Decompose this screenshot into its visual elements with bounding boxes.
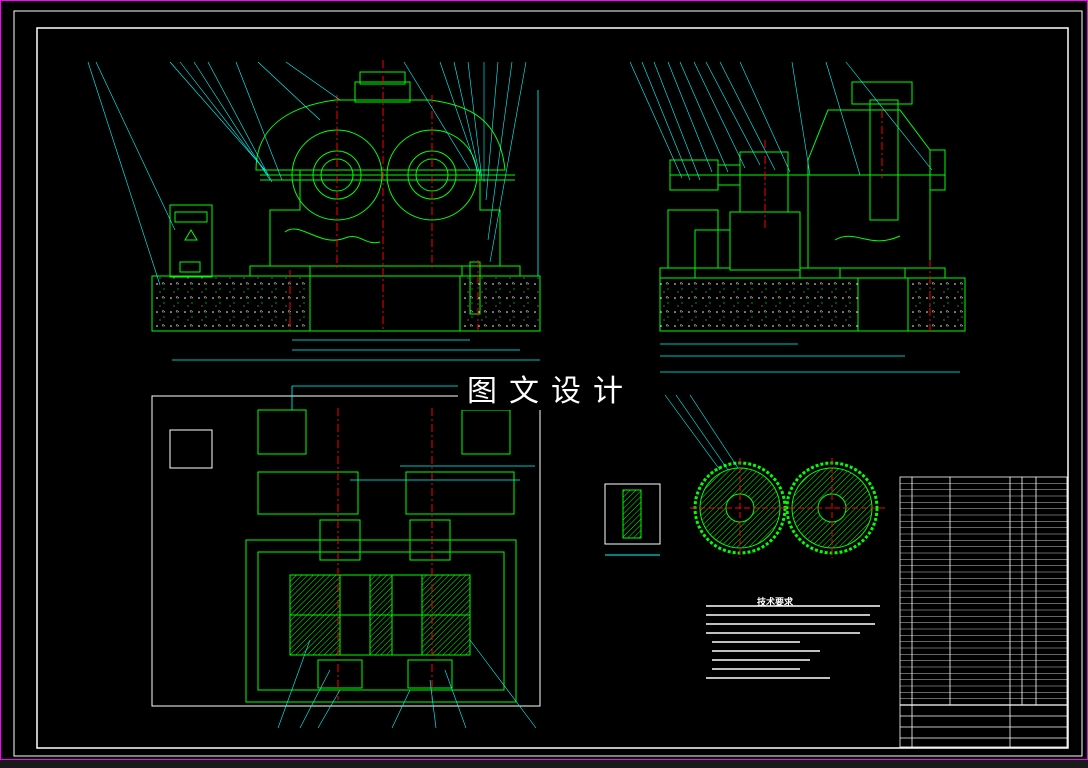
technical-notes bbox=[706, 605, 880, 679]
side-dimensions bbox=[660, 343, 960, 373]
roller-centerlines bbox=[690, 458, 885, 558]
parts-list-rows bbox=[900, 483, 1067, 699]
plan-view bbox=[151, 395, 541, 707]
front-leaders bbox=[87, 61, 527, 286]
side-centerlines bbox=[764, 110, 931, 332]
technical-requirements-heading: 技术要求 bbox=[756, 598, 793, 608]
status-strip bbox=[0, 760, 1088, 768]
front-centerlines bbox=[289, 60, 479, 330]
side-elevation-view bbox=[659, 81, 966, 332]
plan-centerlines bbox=[337, 408, 433, 700]
plan-leaders bbox=[277, 639, 537, 729]
roller-leaders bbox=[664, 394, 739, 471]
front-elevation-view bbox=[151, 71, 541, 332]
parts-list bbox=[899, 476, 1068, 748]
side-leaders bbox=[629, 61, 933, 181]
watermark-title: 图文设计 bbox=[458, 366, 644, 410]
section-detail bbox=[604, 483, 661, 556]
control-cabinet bbox=[169, 204, 213, 278]
plan-dimensions bbox=[291, 386, 535, 481]
